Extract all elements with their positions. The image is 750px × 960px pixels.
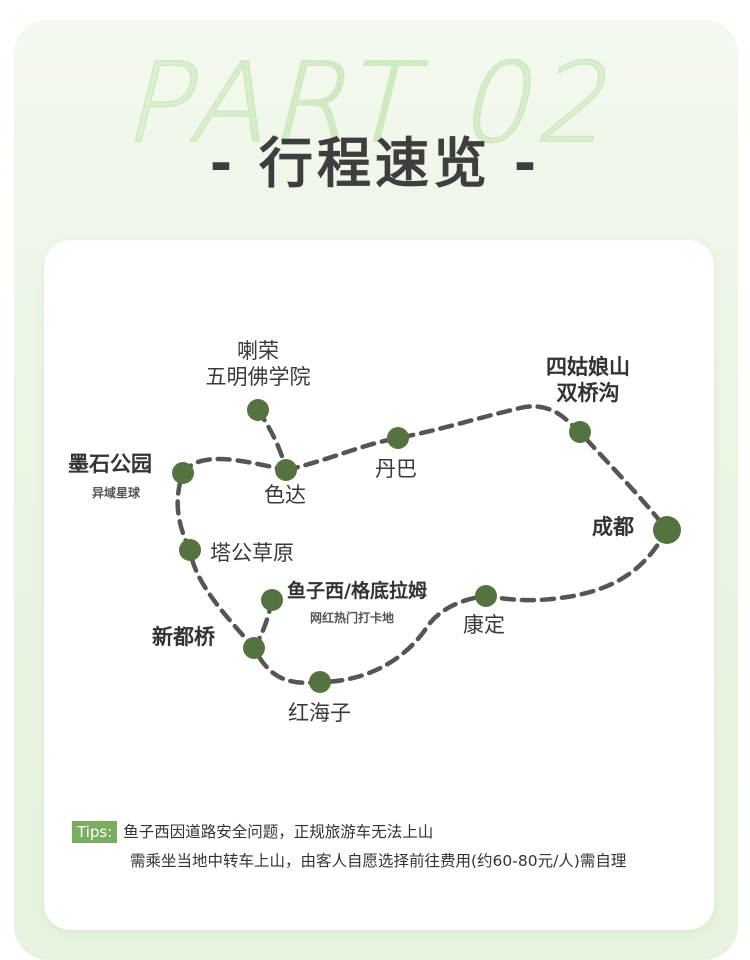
stop-hongaizi — [309, 671, 331, 693]
stop-moshi — [172, 462, 194, 484]
stop-chengdu — [653, 516, 681, 544]
label-xinduqiao: 新都桥 — [152, 625, 215, 649]
label-moshi: 墨石公园 — [68, 452, 152, 476]
label-seda: 色达 — [264, 483, 306, 507]
stop-siguniang — [569, 421, 591, 443]
label-chengdu: 成都 — [592, 515, 634, 539]
label-danba: 丹巴 — [375, 457, 417, 481]
label-siguniang-line2: 双桥沟 — [556, 381, 620, 406]
tips-tag: Tips: — [72, 821, 118, 843]
tips-text-1: 鱼子西因道路安全问题，正规旅游车无法上山 — [123, 823, 434, 841]
label-yuzixi-sub: 网红热门打卡地 — [310, 611, 395, 625]
label-yuzixi: 鱼子西/格底拉姆 — [287, 580, 427, 602]
stop-xinduqiao — [243, 637, 265, 659]
stop-larong — [247, 399, 269, 421]
route-map-card — [44, 240, 714, 930]
label-tagong: 塔公草原 — [210, 541, 294, 565]
label-moshi-sub: 异域星球 — [92, 486, 141, 500]
tips-text-2: 需乘坐当地中转车上山，由客人自愿选择前往费用(约60-80元/人)需自理 — [130, 852, 627, 871]
stop-tagong — [179, 539, 201, 561]
label-kangding: 康定 — [463, 613, 505, 637]
label-larong-line1: 喇荣 — [237, 339, 279, 363]
label-larong-line2: 五明佛学院 — [205, 365, 311, 390]
label-siguniang: 四姑娘山 双桥沟 — [532, 354, 644, 407]
stop-yuzixi — [261, 589, 283, 611]
stop-danba — [387, 427, 409, 449]
stop-seda — [275, 459, 297, 481]
tips-line-1: Tips: 鱼子西因道路安全问题，正规旅游车无法上山 — [72, 818, 626, 847]
label-larong: 喇荣 五明佛学院 — [195, 338, 321, 391]
stop-kangding — [475, 585, 497, 607]
section-title: - 行程速览 - — [209, 132, 541, 195]
label-hongaizi: 红海子 — [288, 701, 351, 725]
tips-block: Tips: 鱼子西因道路安全问题，正规旅游车无法上山 需乘坐当地中转车上山，由客人… — [72, 818, 626, 877]
label-siguniang-line1: 四姑娘山 — [546, 355, 630, 379]
